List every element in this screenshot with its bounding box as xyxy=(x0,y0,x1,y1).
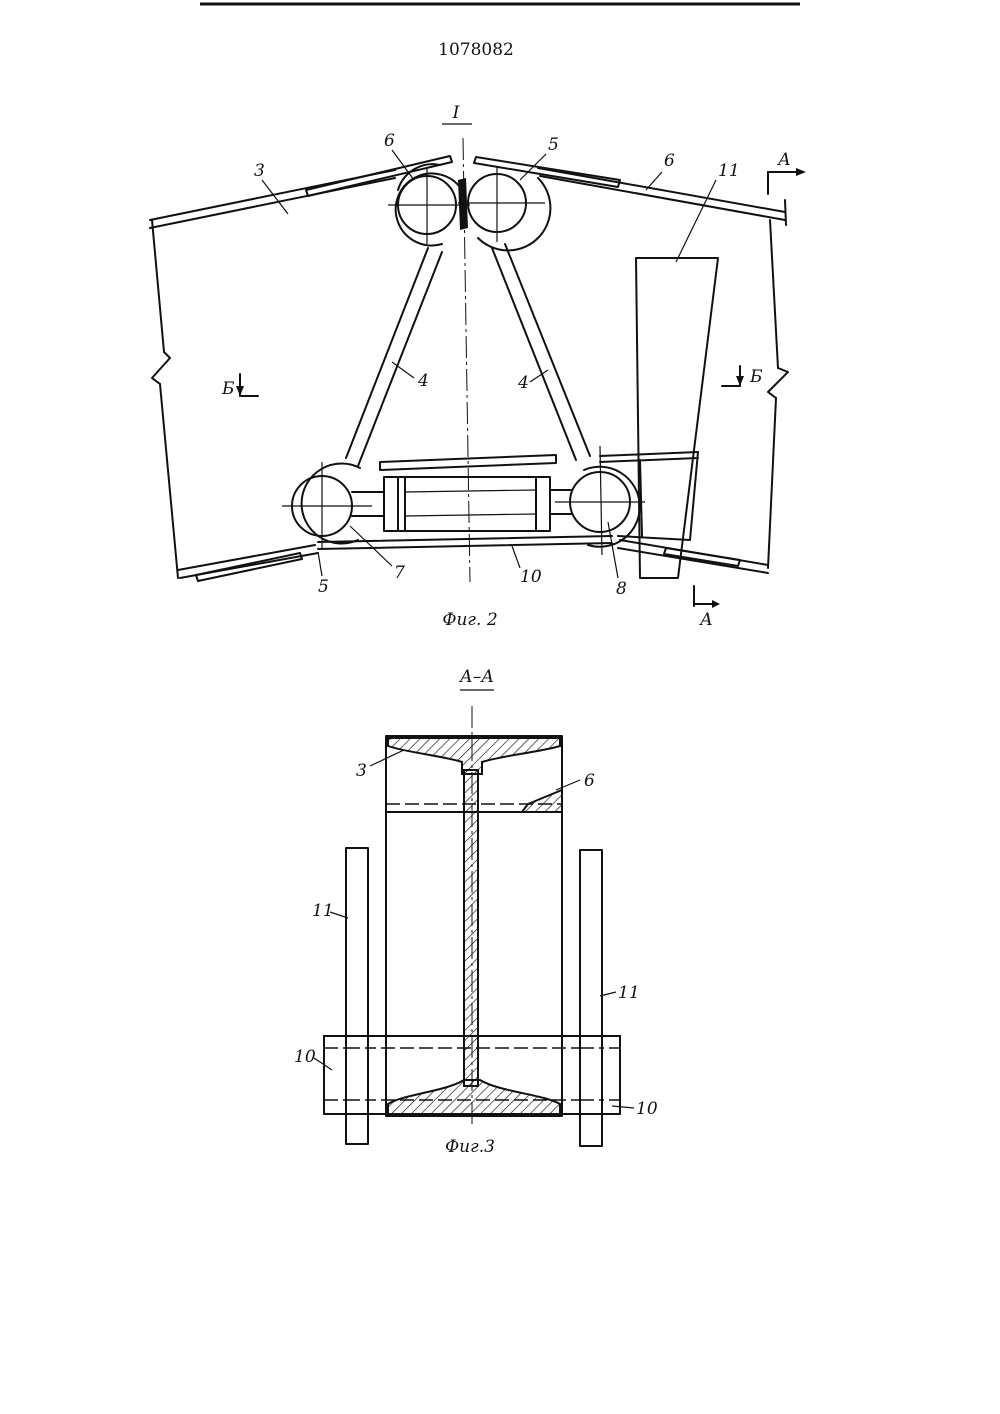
label-section-10-right: 10 xyxy=(636,1099,658,1119)
section-arrow-a-bottom: А xyxy=(694,586,720,630)
svg-text:Б: Б xyxy=(221,379,235,399)
label-part-4-left: 4 xyxy=(417,371,429,391)
label-part-8: 8 xyxy=(616,579,627,599)
label-part-7: 7 xyxy=(394,563,405,583)
label-section-11-right: 11 xyxy=(618,983,640,1003)
label-part-5-bottom: 5 xyxy=(318,577,329,597)
strut-left xyxy=(346,248,442,466)
stand xyxy=(600,258,718,578)
top-weld xyxy=(458,178,468,230)
svg-text:А: А xyxy=(777,150,791,170)
fig3-section-label: А–А xyxy=(459,667,494,687)
label-section-3: 3 xyxy=(356,761,367,781)
section-arrow-a-top: А xyxy=(768,150,806,194)
label-part-11: 11 xyxy=(718,161,740,181)
label-part-6-right: 6 xyxy=(664,151,675,171)
patent-number: 1078082 xyxy=(438,40,514,60)
hinge-bottom-left xyxy=(282,462,372,550)
figure-3: А–А xyxy=(294,667,658,1157)
label-part-3: 3 xyxy=(254,161,265,181)
i-beam-section xyxy=(386,736,562,1116)
label-section-11-left: 11 xyxy=(312,901,334,921)
section-arrow-b-left: Б xyxy=(221,374,258,399)
label-section-10-left: 10 xyxy=(294,1047,316,1067)
label-part-10: 10 xyxy=(520,567,542,587)
label-part-5-top: 5 xyxy=(548,135,559,155)
fig3-caption: Фиг.3 xyxy=(445,1137,495,1157)
svg-text:Б: Б xyxy=(749,367,763,387)
left-beam xyxy=(150,156,452,581)
svg-text:А: А xyxy=(699,610,713,630)
label-section-6: 6 xyxy=(584,771,595,791)
section-arrow-b-right: Б xyxy=(722,366,763,387)
strut-right xyxy=(492,244,590,460)
hinge-top-right xyxy=(458,166,550,250)
label-part-4-right: 4 xyxy=(517,373,529,393)
fig2-view-label: I xyxy=(452,103,460,123)
figure-2: I xyxy=(150,103,806,630)
jack-cylinder xyxy=(352,455,572,531)
label-part-6-left: 6 xyxy=(384,131,395,151)
fig2-caption: Фиг. 2 xyxy=(442,610,497,630)
hinge-top-left xyxy=(388,164,470,245)
